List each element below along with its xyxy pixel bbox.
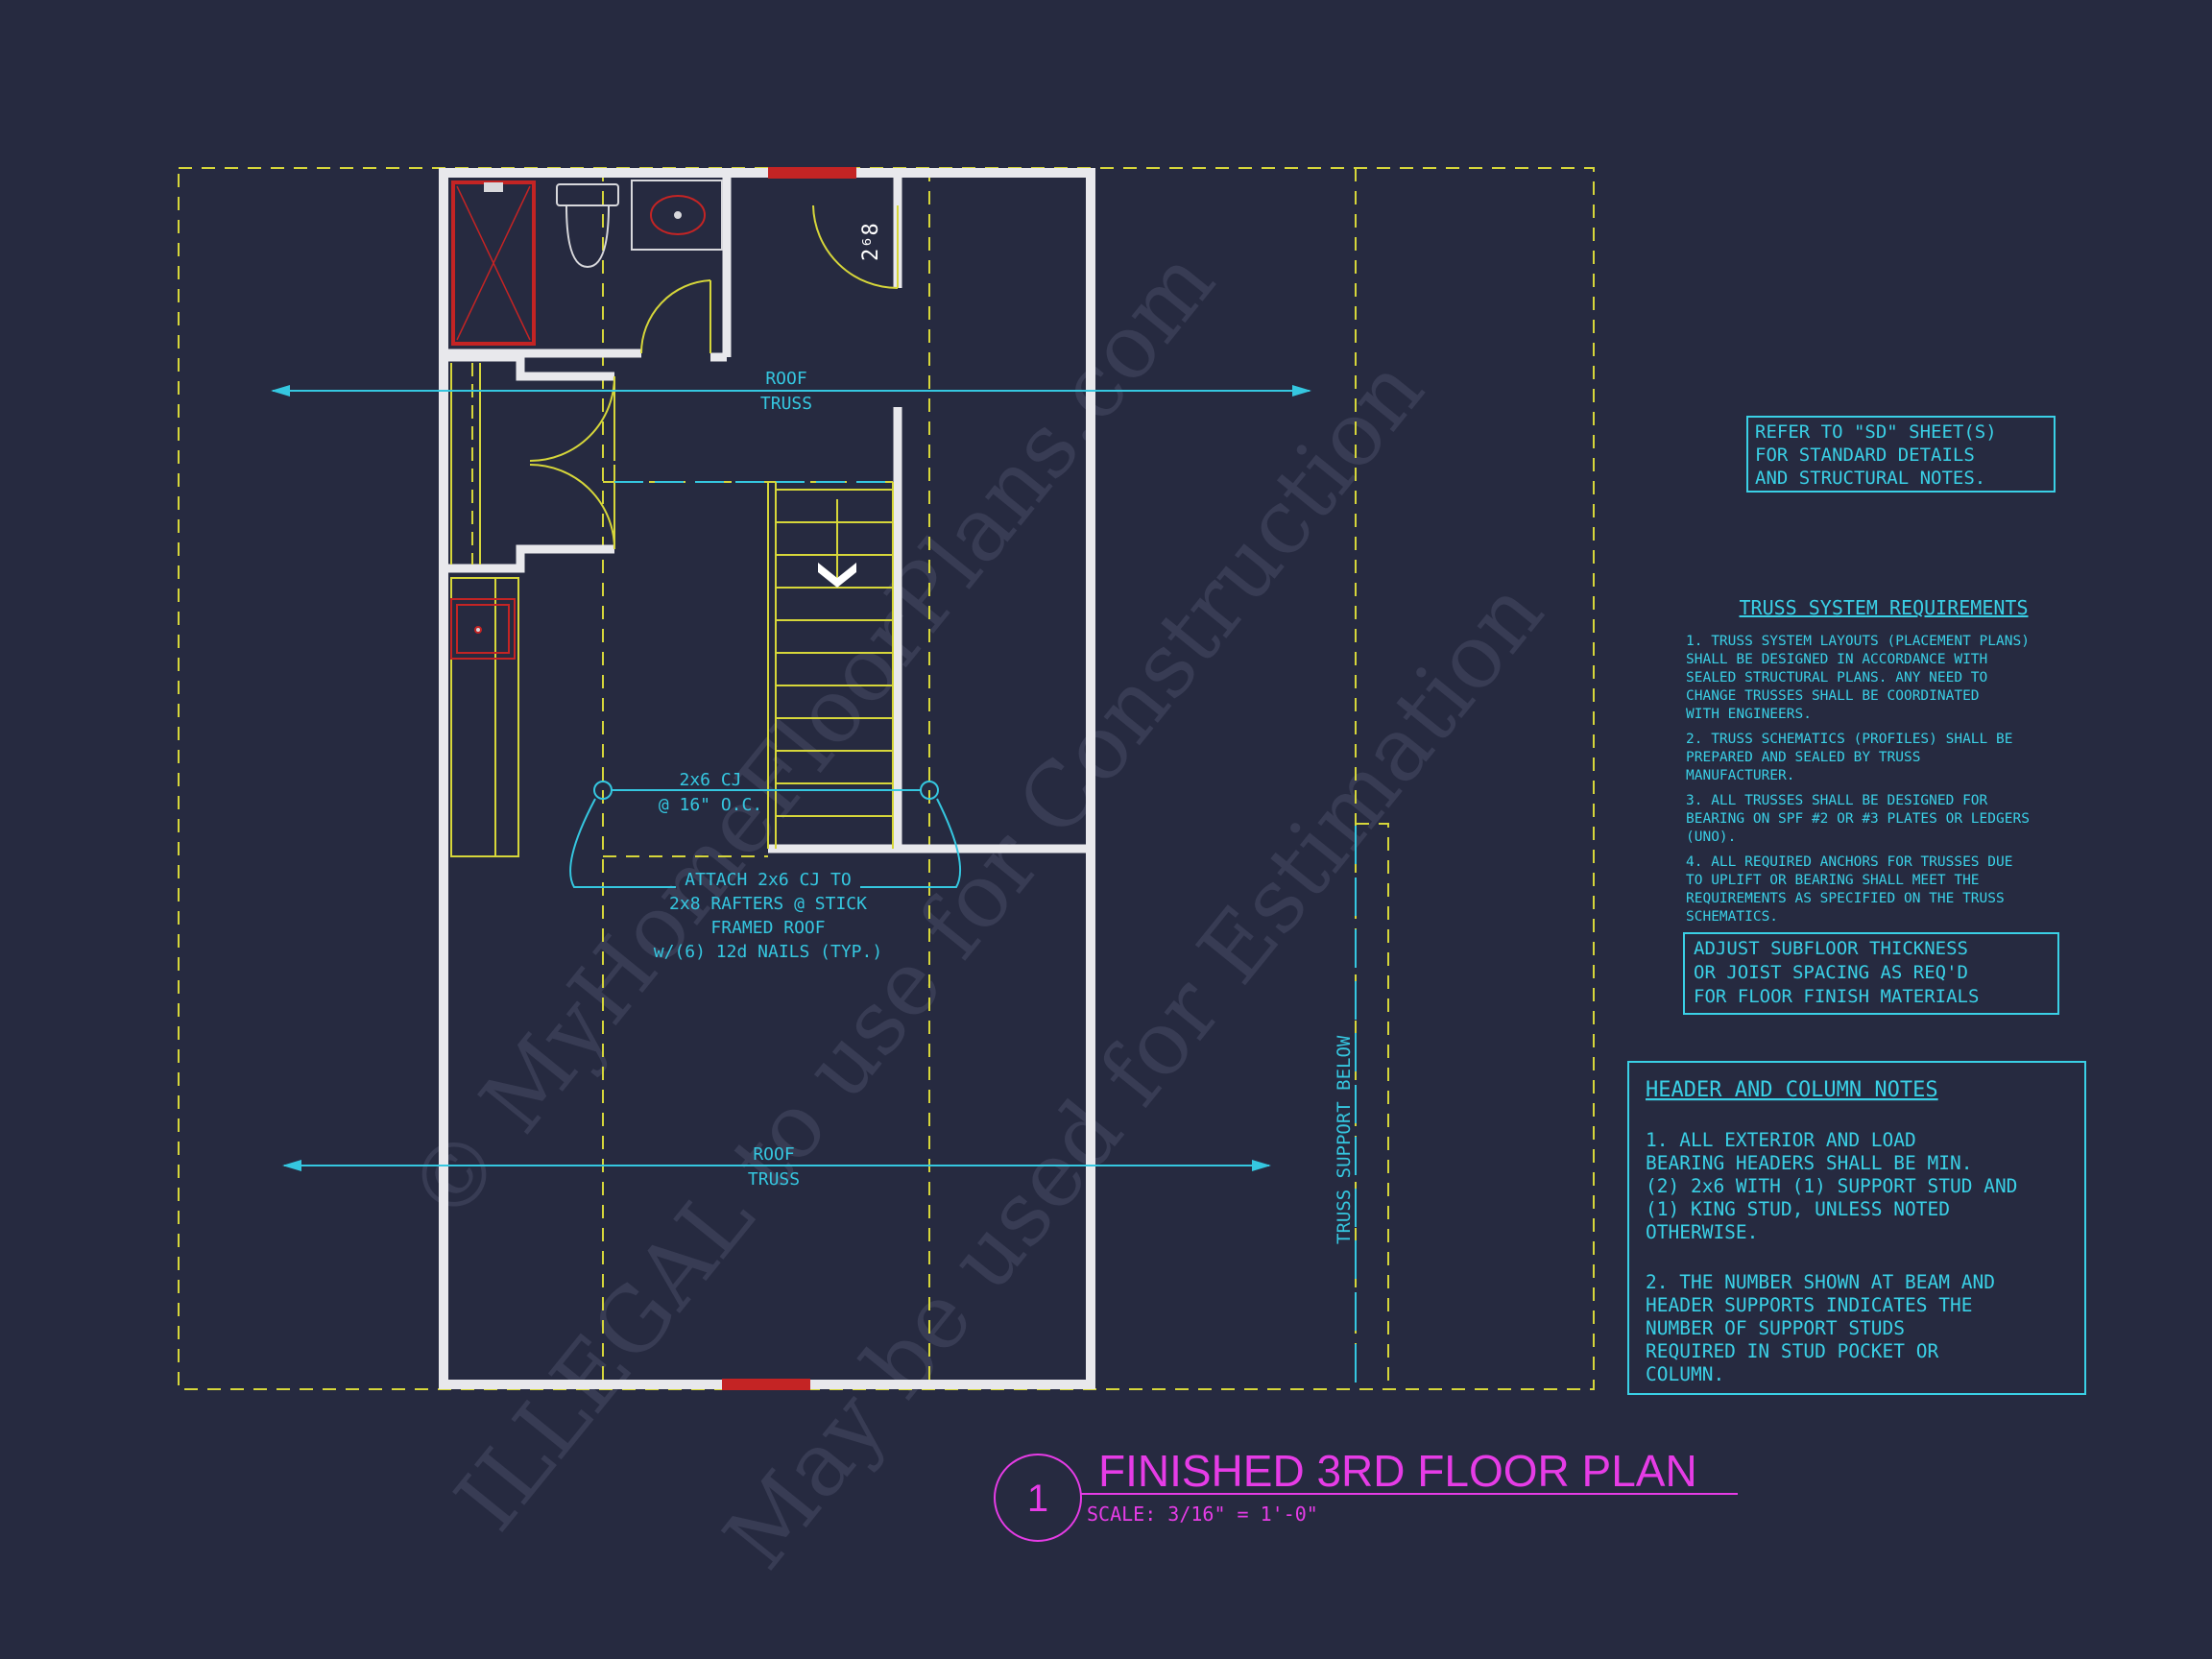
truss-item-4-line-1: 4. ALL REQUIRED ANCHORS FOR TRUSSES DUE xyxy=(1686,854,2012,870)
shower xyxy=(451,180,536,346)
plan-labels: 2⁶8 ROOF TRUSS ROOF TRUSS 2x6 CJ @ 16" O… xyxy=(654,223,1355,1244)
header-item-2-line-3: NUMBER OF SUPPORT STUDS xyxy=(1646,1317,1905,1339)
roof-truss-label-bottom-2: TRUSS xyxy=(748,1169,800,1190)
drawing-number-circle xyxy=(994,1454,1082,1542)
roof-truss-label-bottom-1: ROOF xyxy=(753,1144,794,1165)
truss-item-1-line-1: 1. TRUSS SYSTEM LAYOUTS (PLACEMENT PLANS… xyxy=(1686,634,2030,649)
doors xyxy=(529,204,899,550)
truss-requirements-title: TRUSS SYSTEM REQUIREMENTS xyxy=(1739,596,2028,619)
truss-item-3-line-3: (UNO). xyxy=(1686,830,1736,845)
header-item-1-line-5: OTHERWISE. xyxy=(1646,1221,1758,1243)
truss-item-1-line-2: SHALL BE DESIGNED IN ACCORDANCE WITH xyxy=(1686,652,1987,667)
drawing-number: 1 xyxy=(1027,1478,1048,1520)
windows xyxy=(722,167,856,1390)
roof-truss-label-top-1: ROOF xyxy=(765,369,806,389)
header-notes-title: HEADER AND COLUMN NOTES xyxy=(1646,1078,1938,1102)
closet-shelf xyxy=(450,363,519,857)
truss-item-1-line-3: SEALED STRUCTURAL PLANS. ANY NEED TO xyxy=(1686,670,1987,685)
truss-item-2-line-2: PREPARED AND SEALED BY TRUSS xyxy=(1686,750,1920,765)
stair-down-arrow-icon xyxy=(818,563,856,588)
header-column-notes: HEADER AND COLUMN NOTES 1. ALL EXTERIOR … xyxy=(1627,1061,2086,1395)
subfloor-line-3: FOR FLOOR FINISH MATERIALS xyxy=(1694,986,1979,1007)
header-item-2-line-5: COLUMN. xyxy=(1646,1363,1724,1385)
subfloor-line-1: ADJUST SUBFLOOR THICKNESS xyxy=(1694,938,1968,959)
roof-truss-label-top-2: TRUSS xyxy=(760,394,812,414)
roof-truss-arrows xyxy=(271,385,1311,1171)
header-item-1-line-2: BEARING HEADERS SHALL BE MIN. xyxy=(1646,1152,1972,1174)
refer-line-3: AND STRUCTURAL NOTES. xyxy=(1755,468,1985,489)
sink-icon xyxy=(631,180,723,251)
refer-note-box: REFER TO "SD" SHEET(S) FOR STANDARD DETA… xyxy=(1746,416,2056,493)
header-item-1-line-4: (1) KING STUD, UNLESS NOTED xyxy=(1646,1198,1950,1220)
refer-line-1: REFER TO "SD" SHEET(S) xyxy=(1755,421,1997,443)
subfloor-note-box: ADJUST SUBFLOOR THICKNESS OR JOIST SPACI… xyxy=(1683,932,2059,1015)
attach-note-line-2: 2x8 RAFTERS @ STICK xyxy=(669,894,867,914)
drawing-title: FINISHED 3RD FLOOR PLAN xyxy=(1098,1446,1697,1496)
ceiling-joist-label-1: 2x6 CJ xyxy=(679,770,741,790)
truss-item-4-line-3: REQUIREMENTS AS SPECIFIED ON THE TRUSS xyxy=(1686,891,2005,906)
door-size-label: 2⁶8 xyxy=(859,223,883,261)
ceiling-joist-dimension xyxy=(569,781,962,888)
header-item-2-line-1: 2. THE NUMBER SHOWN AT BEAM AND xyxy=(1646,1271,1995,1293)
header-item-2-line-2: HEADER SUPPORTS INDICATES THE xyxy=(1646,1294,1972,1316)
toilet-icon xyxy=(556,183,619,269)
attach-note-line-3: FRAMED ROOF xyxy=(710,918,825,938)
truss-item-3-line-2: BEARING ON SPF #2 OR #3 PLATES OR LEDGER… xyxy=(1686,811,2030,827)
laundry-sink-icon xyxy=(450,598,516,660)
truss-item-4-line-4: SCHEMATICS. xyxy=(1686,909,1778,925)
header-item-1-line-3: (2) 2x6 WITH (1) SUPPORT STUD AND xyxy=(1646,1175,2017,1197)
drawing-scale: SCALE: 3/16" = 1'-0" xyxy=(1087,1503,1318,1526)
refer-line-2: FOR STANDARD DETAILS xyxy=(1755,445,1975,466)
staircase xyxy=(767,482,894,849)
header-item-2-line-4: REQUIRED IN STUD POCKET OR xyxy=(1646,1340,1938,1362)
truss-requirements-list: 1. TRUSS SYSTEM LAYOUTS (PLACEMENT PLANS… xyxy=(1686,634,2030,925)
attach-note-line-1: ATTACH 2x6 CJ TO xyxy=(685,870,851,890)
subfloor-line-2: OR JOIST SPACING AS REQ'D xyxy=(1694,962,1968,983)
truss-item-2-line-1: 2. TRUSS SCHEMATICS (PROFILES) SHALL BE xyxy=(1686,732,2012,747)
truss-item-3-line-1: 3. ALL TRUSSES SHALL BE DESIGNED FOR xyxy=(1686,793,1988,808)
header-item-1-line-1: 1. ALL EXTERIOR AND LOAD xyxy=(1646,1129,1916,1151)
truss-item-1-line-5: WITH ENGINEERS. xyxy=(1686,707,1812,722)
truss-item-2-line-3: MANUFACTURER. xyxy=(1686,768,1795,783)
truss-requirements: TRUSS SYSTEM REQUIREMENTS 1. TRUSS SYSTE… xyxy=(1686,596,2030,925)
ceiling-joist-label-2: @ 16" O.C. xyxy=(659,795,762,815)
title-block: 1 FINISHED 3RD FLOOR PLAN SCALE: 3/16" =… xyxy=(994,1446,1738,1542)
truss-support-label: TRUSS SUPPORT BELOW xyxy=(1334,1035,1355,1244)
truss-item-1-line-4: CHANGE TRUSSES SHALL BE COORDINATED xyxy=(1686,688,1980,704)
truss-item-4-line-2: TO UPLIFT OR BEARING SHALL MEET THE xyxy=(1686,873,1980,888)
attach-note-line-4: w/(6) 12d NAILS (TYP.) xyxy=(654,942,882,962)
